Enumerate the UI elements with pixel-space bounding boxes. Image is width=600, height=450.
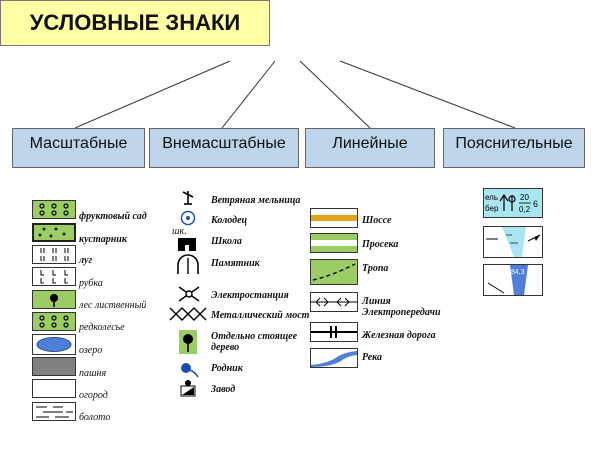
explanatory-river-mark: 84,3: [511, 269, 525, 276]
scale-sign-label-4: рубка: [79, 278, 103, 289]
lone-tree-icon: [183, 334, 193, 352]
power-line-swatch: [310, 292, 358, 312]
explanatory-num-top: 20: [520, 193, 529, 202]
category-scale: Масштабные: [12, 128, 145, 168]
nonscale-label-monument: Памятник: [211, 258, 260, 269]
category-nonscale-label: Внемасштабные: [162, 135, 286, 152]
river-swatch: [310, 348, 358, 368]
cutting-icon: [40, 270, 68, 284]
category-scale-label: Масштабные: [29, 135, 128, 152]
nonscale-label-lone-tree: Отдельно стоящее дерево: [211, 331, 298, 353]
nonscale-label-metal-bridge: Металлический мост: [211, 310, 310, 321]
scale-sign-label-1: фруктовый сад: [79, 211, 147, 222]
vegetable-garden-swatch: [32, 379, 76, 398]
highway-swatch: [310, 208, 358, 228]
linear-label-river: Река: [362, 352, 383, 363]
category-explanatory: Пояснительные: [443, 128, 585, 168]
power-station-icon: [178, 286, 200, 302]
nonscale-label-school: Школа: [211, 236, 242, 247]
sparse-forest-icon: [39, 315, 69, 328]
windmill-icon: [182, 191, 194, 205]
linear-label-power-line-2: Электропередачи: [362, 307, 441, 318]
page-title: УСЛОВНЫЕ ЗНАКИ: [0, 0, 270, 46]
fruit-garden-icon: [39, 203, 69, 216]
linear-label-path: Тропа: [362, 263, 389, 274]
scale-sign-label-6: редколесье: [79, 322, 125, 333]
scale-sign-label-10: болото: [79, 412, 111, 423]
forest-characteristics-sign: ель бер 20 0,2 6: [483, 188, 543, 218]
shrub-swatch: [32, 223, 76, 242]
river-depth-icon: [486, 227, 541, 257]
linear-label-highway: Шоссе: [362, 215, 392, 226]
explanatory-num-right: 6: [533, 199, 538, 209]
category-nonscale: Внемасштабные: [149, 128, 299, 168]
linear-label-power-line-1: Линия: [362, 296, 391, 307]
linear-label-clearing: Просека: [362, 239, 399, 250]
sparse-forest-swatch: [32, 312, 76, 331]
forest-characteristics-icon: ель бер 20 0,2 6: [485, 193, 538, 214]
swamp-icon: [36, 406, 73, 418]
clearing-swatch: [310, 233, 358, 253]
category-linear-label: Линейные: [332, 135, 408, 152]
railway-swatch: [310, 322, 358, 342]
scale-sign-label-2: кустарник: [79, 234, 127, 245]
category-linear: Линейные: [305, 128, 435, 168]
explanatory-num-bottom: 0,2: [519, 205, 531, 214]
scale-sign-label-7: озеро: [79, 345, 103, 356]
path-swatch: [310, 259, 358, 285]
meadow-icon: [40, 248, 69, 261]
school-abbr: шк.: [172, 226, 187, 237]
nonscale-label-power-station: Электростанция: [211, 290, 289, 301]
cutting-swatch: [32, 267, 76, 286]
river-mark-icon: 84,3: [487, 265, 528, 295]
explanatory-text-bottom-left: бер: [485, 204, 499, 213]
railway-icon: [311, 326, 357, 338]
linear-label-railway: Железная дорога: [362, 330, 436, 341]
deciduous-forest-swatch: [32, 290, 76, 309]
scale-sign-label-8: пашня: [79, 368, 107, 379]
category-explanatory-label: Пояснительные: [455, 135, 573, 152]
lone-tree-swatch: [179, 330, 197, 354]
shrub-icon: [38, 227, 66, 238]
path-icon: [312, 263, 356, 281]
nonscale-label-well: Колодец: [211, 215, 248, 226]
deciduous-tree-icon: [50, 294, 58, 307]
well-icon: [180, 210, 196, 226]
swamp-swatch: [32, 402, 76, 421]
spring-icon: [181, 363, 199, 378]
factory-icon: [180, 380, 196, 397]
nonscale-label-factory: Завод: [211, 384, 236, 395]
metal-bridge-icon: [169, 307, 207, 321]
scale-sign-label-9: огород: [79, 390, 108, 401]
school-icon: [178, 238, 196, 251]
scale-sign-label-3: луг: [79, 255, 93, 266]
river-depth-sign: [483, 226, 543, 258]
river-icon: [311, 351, 357, 367]
clearing-icon: [311, 240, 357, 246]
power-line-icon: [311, 297, 357, 307]
lake-swatch: [32, 334, 76, 355]
lake-icon: [36, 337, 72, 352]
explanatory-text-top-left: ель: [485, 193, 498, 202]
river-mark-sign: 84,3: [483, 264, 543, 296]
nonscale-label-spring: Родник: [211, 363, 243, 374]
scale-sign-label-5: лес лиственный: [79, 300, 147, 311]
monument-icon: [177, 254, 199, 274]
nonscale-label-windmill: Ветряная мельница: [211, 195, 301, 206]
meadow-swatch: [32, 245, 76, 264]
arable-land-swatch: [32, 357, 76, 376]
fruit-garden-swatch: [32, 200, 76, 219]
highway-icon: [311, 215, 357, 221]
